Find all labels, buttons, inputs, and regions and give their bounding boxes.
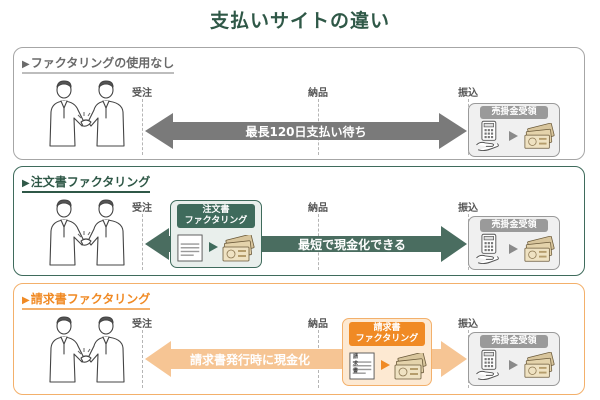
arrow-right-icon — [509, 360, 518, 370]
receivable-label: 売掛金受領 — [480, 219, 548, 232]
arrow-right-icon — [509, 131, 518, 141]
factoring-box-title-line: ファクタリング — [184, 216, 248, 226]
arrow-label: 最長120日支払い待ち — [245, 125, 367, 139]
handshake-icon — [44, 197, 130, 267]
handshake-icon — [44, 314, 130, 384]
receivable-label: 売掛金受領 — [480, 106, 548, 119]
receivable-label: 売掛金受領 — [480, 335, 548, 348]
triangle-right-icon: ▶ — [22, 178, 30, 189]
receivable-box: 売掛金受領 — [468, 216, 560, 270]
factoring-box-title-line: 請求書 — [373, 323, 401, 333]
factoring-box-title: 注文書 ファクタリング — [177, 204, 255, 228]
label-delivery: 納品 — [308, 203, 328, 214]
timeline-divider — [142, 99, 143, 155]
money-icon — [523, 236, 555, 264]
panel-heading-text: 請求書ファクタリング — [30, 292, 151, 306]
panel-heading-text: ファクタリングの使用なし — [30, 56, 175, 70]
label-delivery: 納品 — [308, 319, 328, 330]
panel-heading-text: 注文書ファクタリング — [30, 175, 151, 189]
double-arrow — [145, 226, 467, 262]
label-order: 受注 — [132, 319, 152, 330]
label-payment: 振込 — [458, 88, 478, 99]
panel-invoice-factoring: ▶請求書ファクタリング — [13, 283, 585, 395]
handshake-icon — [44, 78, 130, 148]
arrow-label: 最短で現金化できる — [298, 238, 406, 252]
money-icon — [523, 123, 555, 151]
label-payment: 振込 — [458, 319, 478, 330]
money-icon — [221, 235, 255, 263]
calculator-icon — [475, 120, 501, 152]
panel-heading: ▶ファクタリングの使用なし — [22, 54, 175, 74]
panel-heading: ▶注文書ファクタリング — [22, 173, 151, 193]
money-icon — [523, 352, 555, 380]
document-icon — [177, 233, 203, 263]
label-payment: 振込 — [458, 203, 478, 214]
arrow-right-icon — [381, 360, 390, 370]
double-arrow — [145, 113, 467, 149]
money-icon — [393, 353, 427, 381]
label-order: 受注 — [132, 88, 152, 99]
arrow-right-icon — [509, 244, 518, 254]
factoring-box-title: 請求書 ファクタリング — [349, 322, 425, 346]
panel-heading: ▶請求書ファクタリング — [22, 290, 151, 310]
factoring-box: 注文書 ファクタリング — [170, 200, 262, 268]
label-delivery: 納品 — [308, 88, 328, 99]
factoring-box-title-line: ファクタリング — [355, 334, 419, 344]
arrow-right-icon — [209, 242, 218, 252]
timeline-divider — [142, 214, 143, 270]
triangle-right-icon: ▶ — [22, 295, 30, 306]
receivable-box: 売掛金受領 — [468, 103, 560, 157]
receivable-box: 売掛金受領 — [468, 332, 560, 386]
factoring-box-title-line: 注文書 — [202, 205, 230, 215]
arrow-label: 請求書発行時に現金化 — [189, 353, 310, 367]
page-title: 支払いサイトの違い — [209, 10, 390, 32]
calculator-icon — [475, 233, 501, 265]
factoring-box: 請求書 ファクタリング 請求書 — [342, 318, 432, 386]
timeline-divider — [142, 330, 143, 388]
triangle-right-icon: ▶ — [22, 59, 30, 70]
invoice-doc-label: 請求書 — [353, 354, 359, 374]
calculator-icon — [475, 349, 501, 381]
label-order: 受注 — [132, 203, 152, 214]
